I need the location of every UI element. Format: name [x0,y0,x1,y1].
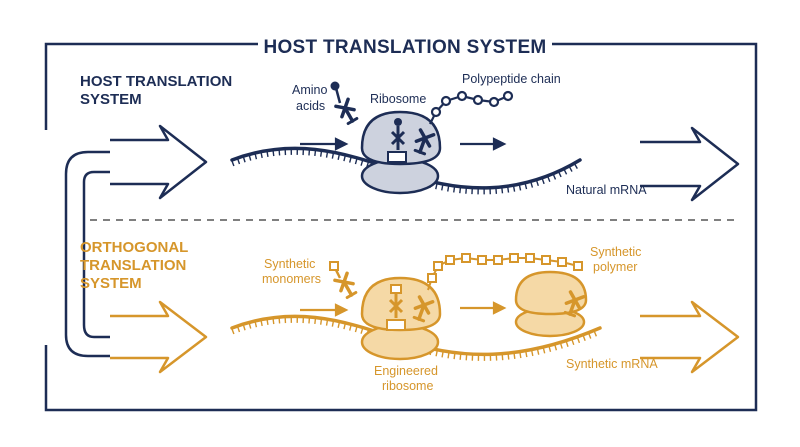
ortho-output-arrow [640,300,740,374]
polypeptide-label: Polypeptide chain [462,72,561,86]
amino-label-line2: acids [296,99,325,113]
host-heading-line2: SYSTEM [80,91,142,108]
synthetic-mrna-label: Synthetic mRNA [566,357,658,371]
host-flow-arrow-1 [300,137,349,151]
engineered-ribosome-2-icon [514,270,588,338]
host-ribosome-icon [360,110,442,195]
ortho-input-arrow [110,300,208,374]
host-output-arrow [640,126,740,202]
ortho-heading-line3: SYSTEM [80,275,142,292]
monomers-label-line2: monomers [262,272,321,286]
synthetic-polymer-chain [427,253,583,291]
host-flow-arrow-2 [460,137,507,151]
ortho-heading-line2: TRANSLATION [80,257,186,274]
polypeptide-chain [429,90,514,125]
engineered-label-line1: Engineered [374,364,438,378]
synthetic-monomer-trna-icon [329,261,360,301]
engineered-label-line2: ribosome [382,379,433,393]
ortho-flow-arrow-2 [460,301,507,315]
ortho-heading-line1: ORTHOGONAL [80,239,188,256]
natural-mrna-label: Natural mRNA [566,183,647,197]
engineered-ribosome-icon [360,276,442,361]
amino-label-line1: Amino [292,83,327,97]
ortho-flow-arrow-1 [300,303,349,317]
outer-frame [44,42,758,412]
monomers-label-line1: Synthetic [264,257,315,271]
host-input-arrow [110,124,208,200]
ribosome-label: Ribosome [370,92,426,106]
polymer-label-line2: polymer [593,260,637,274]
polymer-label-line1: Synthetic [590,245,641,259]
host-heading-line1: HOST TRANSLATION [80,73,232,90]
left-connector [64,150,110,358]
amino-acid-trna-icon [330,81,361,127]
page-title: HOST TRANSLATION SYSTEM [263,37,546,58]
